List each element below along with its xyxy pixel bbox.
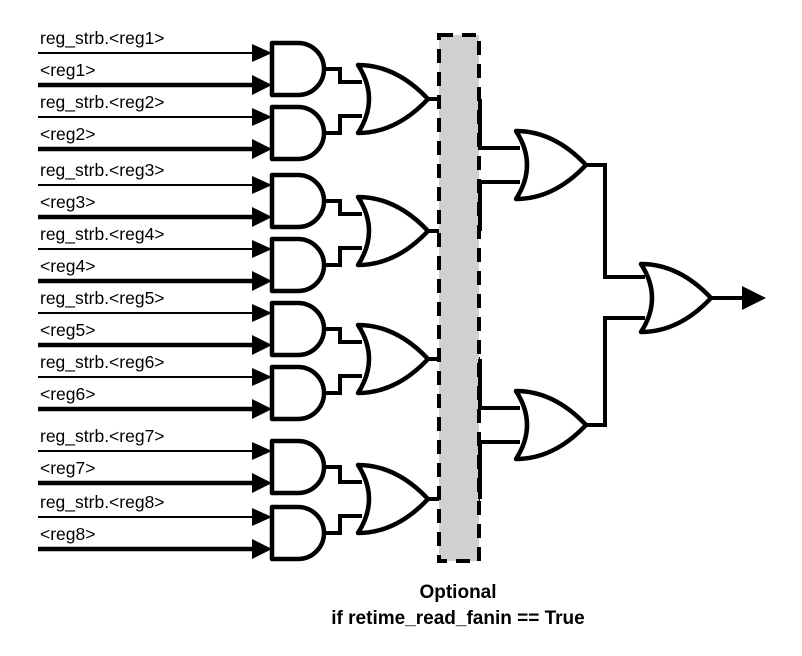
wire-and8-to-or4 <box>325 514 362 535</box>
input-arrow-data-1 <box>252 75 272 95</box>
input-arrow-data-8 <box>252 539 272 559</box>
input-label-strobe-2: reg_strb.<reg2> <box>40 92 165 113</box>
wire-or2-to-or5 <box>478 180 520 231</box>
or-gate-1[interactable] <box>358 65 428 133</box>
input-label-strobe-4: reg_strb.<reg4> <box>40 224 165 245</box>
and-gate-5[interactable] <box>272 303 324 355</box>
input-arrow-data-3 <box>252 207 272 227</box>
input-label-strobe-7: reg_strb.<reg7> <box>40 426 165 447</box>
input-label-data-6: <reg6> <box>40 384 95 404</box>
input-arrow-strobe-7 <box>252 442 272 460</box>
wire-or3-to-or6 <box>478 359 520 410</box>
input-label-data-1: <reg1> <box>40 60 95 80</box>
or-gate-2[interactable] <box>358 197 428 265</box>
input-label-data-2: <reg2> <box>40 124 95 144</box>
and-gate-2[interactable] <box>272 107 324 159</box>
wire-and4-to-or2 <box>325 246 362 267</box>
optional-caption-line1: Optional <box>419 582 496 603</box>
input-arrow-strobe-6 <box>252 368 272 386</box>
or-gate-5[interactable] <box>516 131 586 199</box>
input-arrow-strobe-8 <box>252 508 272 526</box>
and-gate-8[interactable] <box>272 507 324 559</box>
optional-caption-line2: if retime_read_fanin == True <box>331 608 584 629</box>
input-arrow-data-4 <box>252 271 272 291</box>
and-gate-3[interactable] <box>272 175 324 227</box>
input-label-strobe-5: reg_strb.<reg5> <box>40 288 165 309</box>
input-label-data-8: <reg8> <box>40 524 95 544</box>
input-arrow-strobe-4 <box>252 240 272 258</box>
input-arrow-strobe-3 <box>252 176 272 194</box>
optional-retime-register-box[interactable] <box>437 33 481 563</box>
wire-or6-to-or7 <box>586 316 645 427</box>
input-arrow-data-2 <box>252 139 272 159</box>
input-arrow-strobe-1 <box>252 44 272 62</box>
or-gate-7-final[interactable] <box>641 264 711 332</box>
wire-or1-to-or5 <box>478 99 520 150</box>
input-label-strobe-3: reg_strb.<reg3> <box>40 160 165 181</box>
wire-and5-to-or3 <box>325 327 362 344</box>
input-label-strobe-1: reg_strb.<reg1> <box>40 28 165 49</box>
input-arrow-strobe-5 <box>252 304 272 322</box>
input-label-strobe-8: reg_strb.<reg8> <box>40 492 165 513</box>
or-gate-3[interactable] <box>358 325 428 393</box>
input-arrow-data-7 <box>252 473 272 493</box>
and-gate-7[interactable] <box>272 441 324 493</box>
wire-and6-to-or3 <box>325 374 362 395</box>
wire-or4-to-or6 <box>478 440 520 499</box>
wire-and7-to-or4 <box>325 465 362 484</box>
and-gate-1[interactable] <box>272 43 324 95</box>
input-label-data-3: <reg3> <box>40 192 95 212</box>
or-gate-4[interactable] <box>358 465 428 533</box>
input-label-strobe-6: reg_strb.<reg6> <box>40 352 165 373</box>
input-arrow-data-6 <box>252 399 272 419</box>
and-gate-6[interactable] <box>272 367 324 419</box>
wire-and2-to-or1 <box>325 114 362 135</box>
input-label-data-7: <reg7> <box>40 458 95 478</box>
input-arrow-data-5 <box>252 335 272 355</box>
or-gate-6[interactable] <box>516 391 586 459</box>
input-arrow-strobe-2 <box>252 108 272 126</box>
input-label-data-5: <reg5> <box>40 320 95 340</box>
input-label-data-4: <reg4> <box>40 256 95 276</box>
wire-and3-to-or2 <box>325 199 362 216</box>
and-gate-4[interactable] <box>272 239 324 291</box>
wire-and1-to-or1 <box>325 67 362 84</box>
output-arrow-icon <box>742 286 766 310</box>
wire-or5-to-or7 <box>586 163 645 279</box>
